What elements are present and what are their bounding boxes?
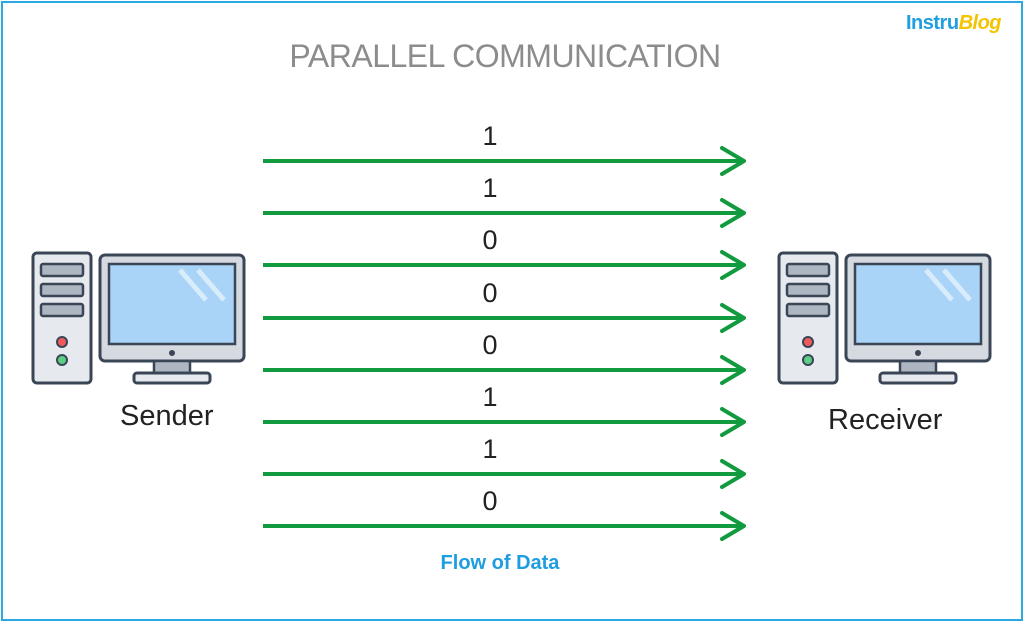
data-line-arrow bbox=[263, 146, 746, 176]
data-line-arrow bbox=[263, 407, 746, 437]
brand-logo: InstruBlog bbox=[906, 12, 1002, 35]
sender-computer-icon bbox=[31, 251, 246, 385]
bit-label: 0 bbox=[482, 225, 498, 255]
data-line-arrow bbox=[263, 303, 746, 333]
bit-label: 0 bbox=[482, 330, 498, 360]
arrow-head-icon bbox=[720, 459, 746, 489]
receiver-label: Receiver bbox=[828, 404, 943, 436]
arrow-head-icon bbox=[720, 198, 746, 228]
arrow-head-icon bbox=[720, 407, 746, 437]
arrow-head-icon bbox=[720, 250, 746, 280]
flow-of-data-label: Flow of Data bbox=[440, 552, 560, 574]
data-line-arrow bbox=[263, 511, 746, 541]
data-line-arrow bbox=[263, 250, 746, 280]
bit-label: 1 bbox=[482, 434, 498, 464]
data-line-arrow bbox=[263, 355, 746, 385]
arrow-head-icon bbox=[720, 511, 746, 541]
arrow-head-icon bbox=[720, 146, 746, 176]
bit-label: 0 bbox=[482, 278, 498, 308]
brand-part-2: Blog bbox=[958, 12, 1002, 34]
brand-part-1: Instru bbox=[906, 12, 959, 34]
data-line-arrow bbox=[263, 459, 746, 489]
sender-label: Sender bbox=[120, 400, 214, 432]
bit-label: 0 bbox=[482, 486, 498, 516]
data-line-arrow bbox=[263, 198, 746, 228]
bit-label: 1 bbox=[482, 121, 498, 151]
arrow-head-icon bbox=[720, 303, 746, 333]
bit-label: 1 bbox=[482, 382, 498, 412]
receiver-computer-icon bbox=[777, 251, 992, 385]
bit-label: 1 bbox=[482, 173, 498, 203]
arrow-head-icon bbox=[720, 355, 746, 385]
page-title: PARALLEL COMMUNICATION bbox=[289, 38, 721, 74]
